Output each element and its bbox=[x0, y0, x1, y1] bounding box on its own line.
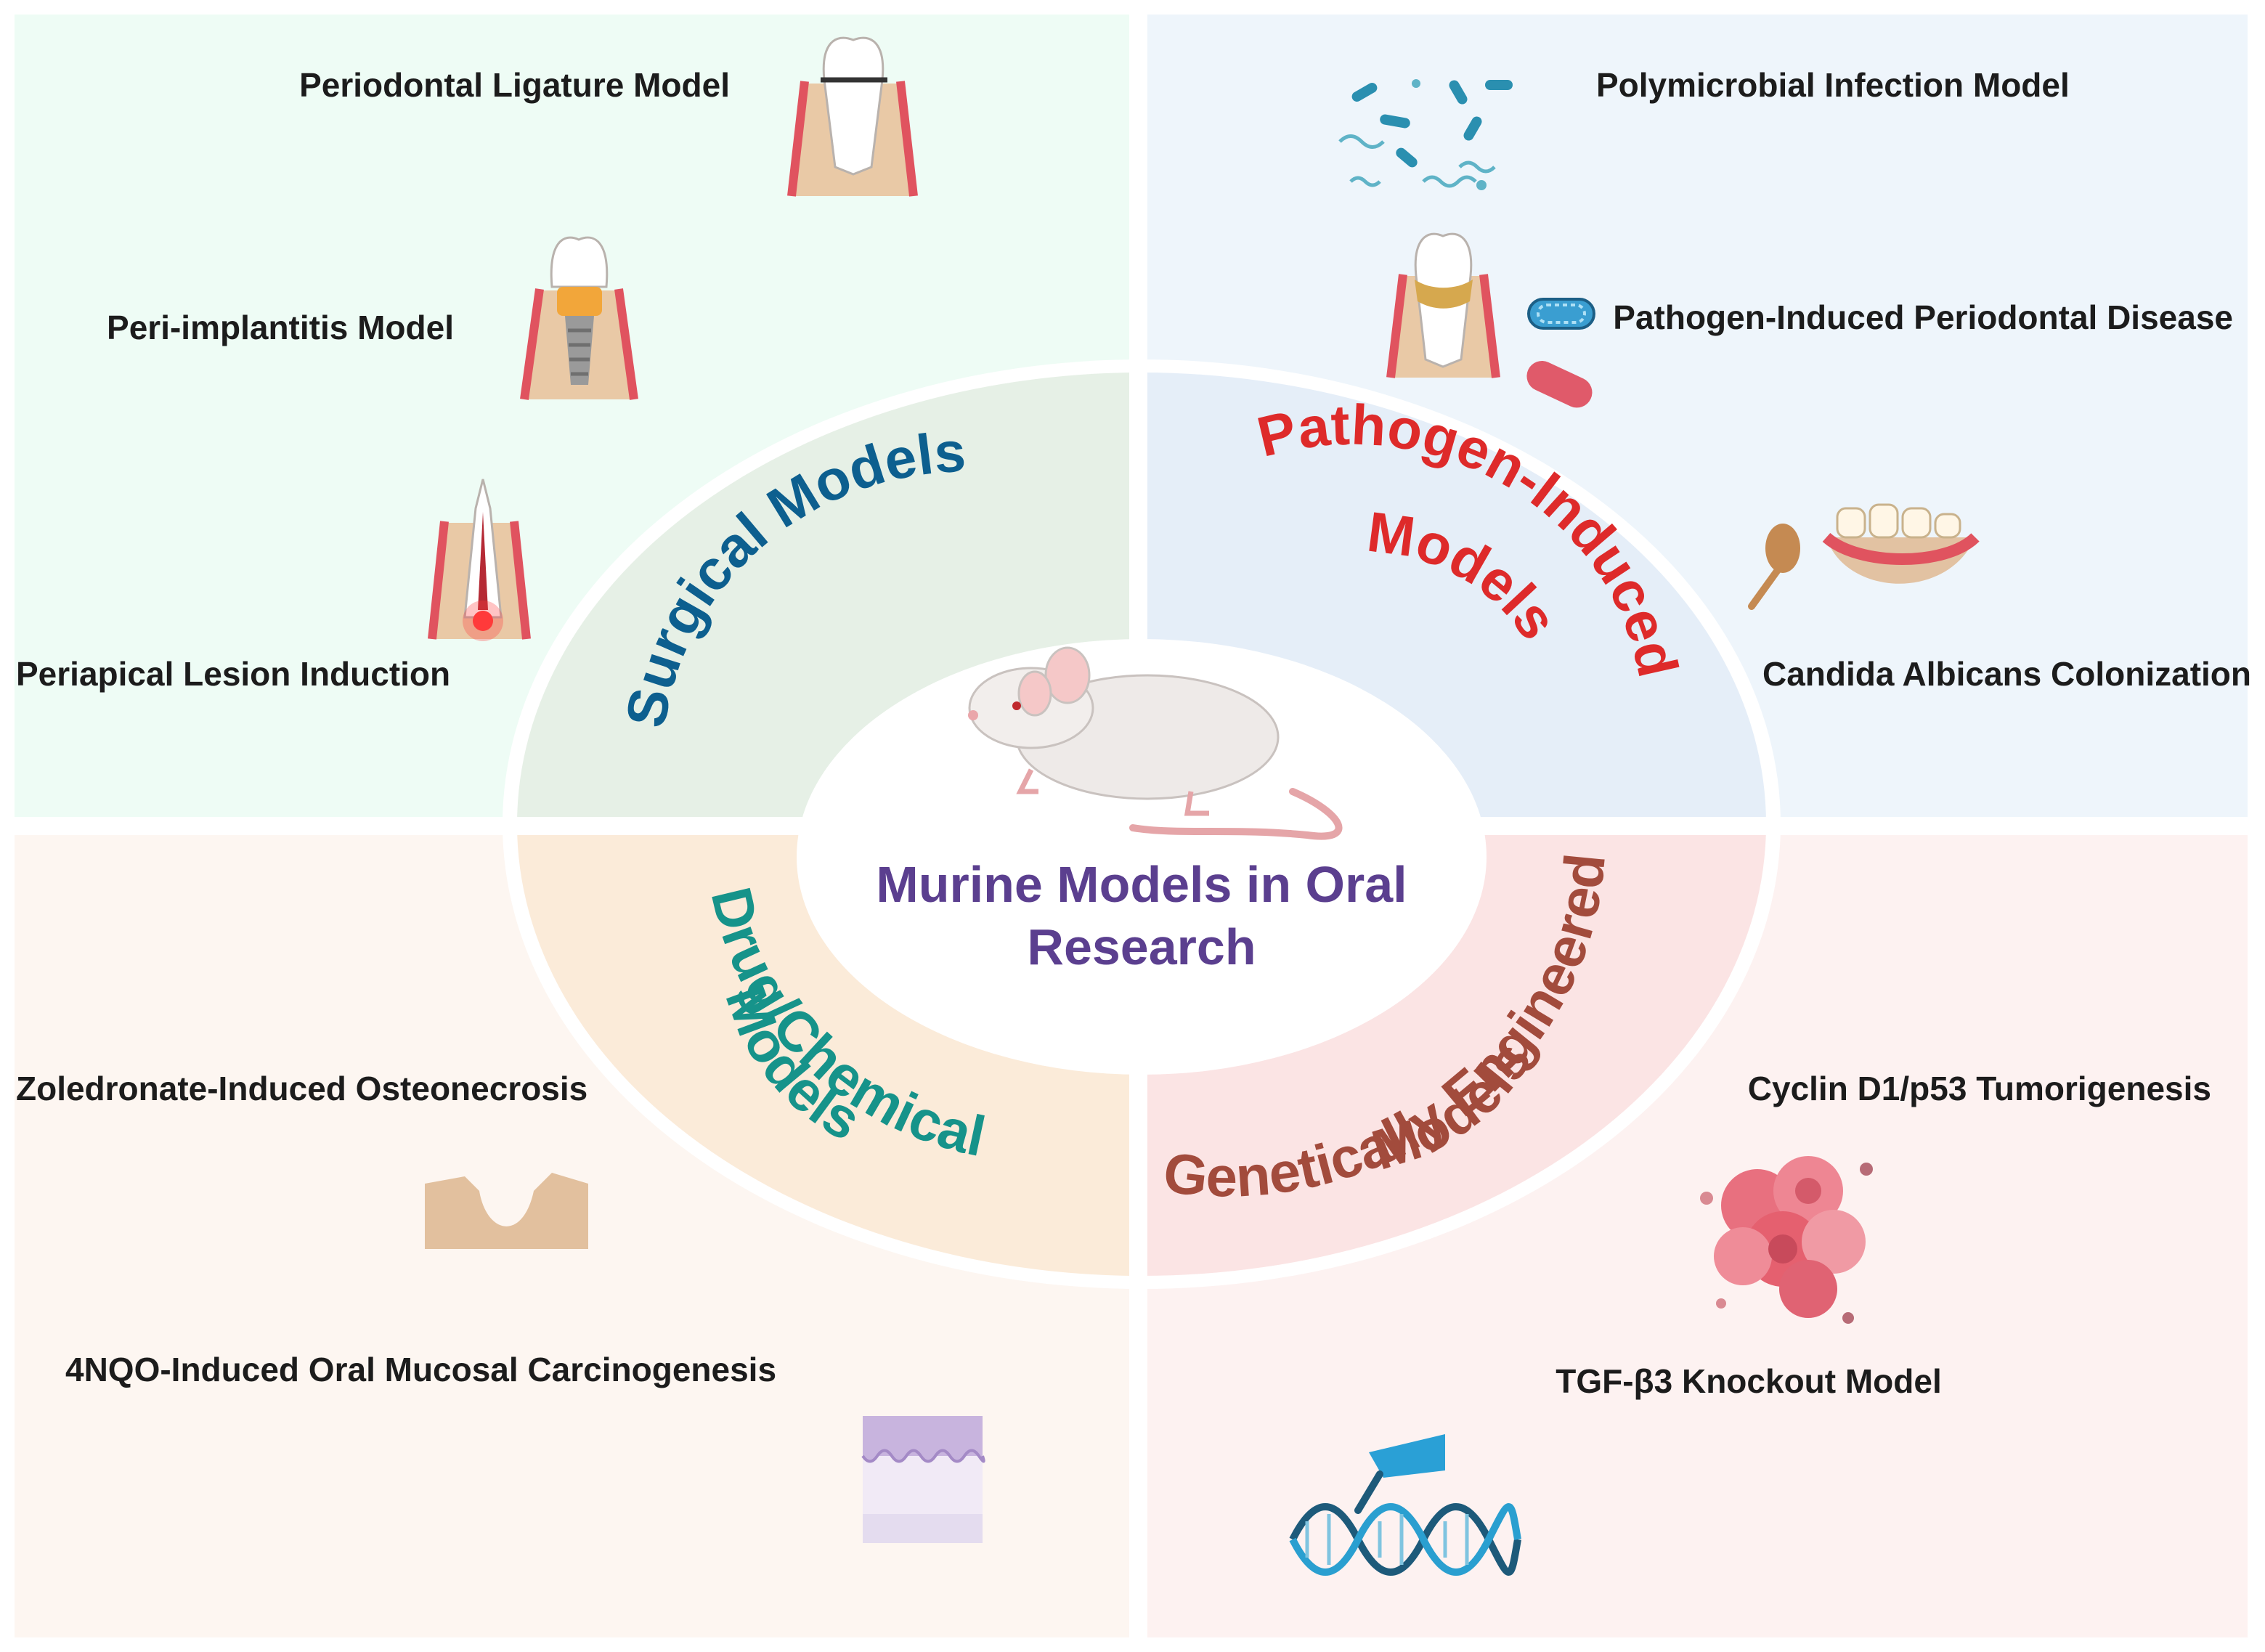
item-pathogen-periodontal: Pathogen-Induced Periodontal Disease bbox=[1613, 298, 2233, 336]
center-title-line1: Murine Models in Oral bbox=[876, 856, 1407, 913]
mucosa-tissue-icon bbox=[861, 1416, 985, 1543]
item-polymicrobial: Polymicrobial Infection Model bbox=[1596, 66, 2070, 104]
item-tgf: TGF-β3 Knockout Model bbox=[1556, 1362, 1942, 1400]
periapical-lesion-icon bbox=[428, 479, 531, 641]
item-peri-implantitis: Peri-implantitis Model bbox=[107, 309, 454, 346]
tooth-ligature-icon bbox=[787, 36, 918, 197]
center-title-line2: Research bbox=[1027, 919, 1256, 975]
bacteria-cluster-icon bbox=[1338, 79, 1513, 190]
item-candida: Candida Albicans Colonization bbox=[1762, 655, 2251, 693]
rod-bacteria-icon bbox=[1526, 298, 1595, 408]
ring bbox=[501, 359, 1786, 1289]
dna-edit-icon bbox=[1289, 1434, 1521, 1576]
mouse-icon bbox=[968, 646, 1343, 840]
item-cyclin: Cyclin D1/p53 Tumorigenesis bbox=[1748, 1070, 2211, 1107]
center-circle bbox=[797, 639, 1487, 1075]
item-4nqo: 4NQO-Induced Oral Mucosal Carcinogenesis bbox=[65, 1351, 776, 1388]
tumor-cells-icon bbox=[1700, 1156, 1873, 1324]
bone-defect-icon bbox=[425, 1173, 588, 1249]
item-periapical-lesion: Periapical Lesion Induction bbox=[16, 655, 450, 693]
candida-mouth-icon bbox=[1748, 503, 1980, 610]
periodontal-tooth-icon bbox=[1386, 232, 1500, 378]
item-periodontal-ligature: Periodontal Ligature Model bbox=[299, 66, 730, 104]
item-zoledronate: Zoledronate-Induced Osteonecrosis bbox=[16, 1070, 587, 1107]
dental-implant-icon bbox=[520, 236, 638, 400]
